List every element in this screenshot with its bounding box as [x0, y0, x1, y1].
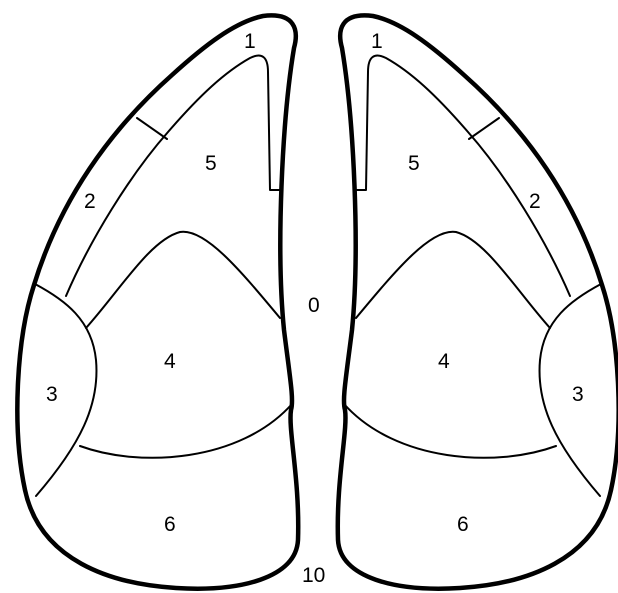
- right-label-1: 1: [371, 30, 383, 53]
- left-shape-outline: [17, 15, 298, 588]
- right-shape: [338, 15, 618, 588]
- left-label-3: 3: [46, 383, 58, 406]
- left-label-2: 2: [84, 190, 96, 213]
- left-label-1: 1: [244, 30, 256, 53]
- left-label-4: 4: [164, 350, 176, 373]
- bottom-label: 10: [302, 564, 325, 587]
- left-shape: 1 2 3 4 5 6: [17, 15, 298, 588]
- right-label-5: 5: [408, 152, 420, 175]
- right-label-3: 3: [572, 383, 584, 406]
- right-label-2: 2: [529, 190, 541, 213]
- left-label-6: 6: [164, 513, 176, 536]
- center-label: 0: [308, 294, 320, 317]
- right-label-4: 4: [438, 350, 450, 373]
- right-label-6: 6: [457, 513, 469, 536]
- left-label-5: 5: [205, 152, 217, 175]
- right-shape-outline: [338, 15, 618, 588]
